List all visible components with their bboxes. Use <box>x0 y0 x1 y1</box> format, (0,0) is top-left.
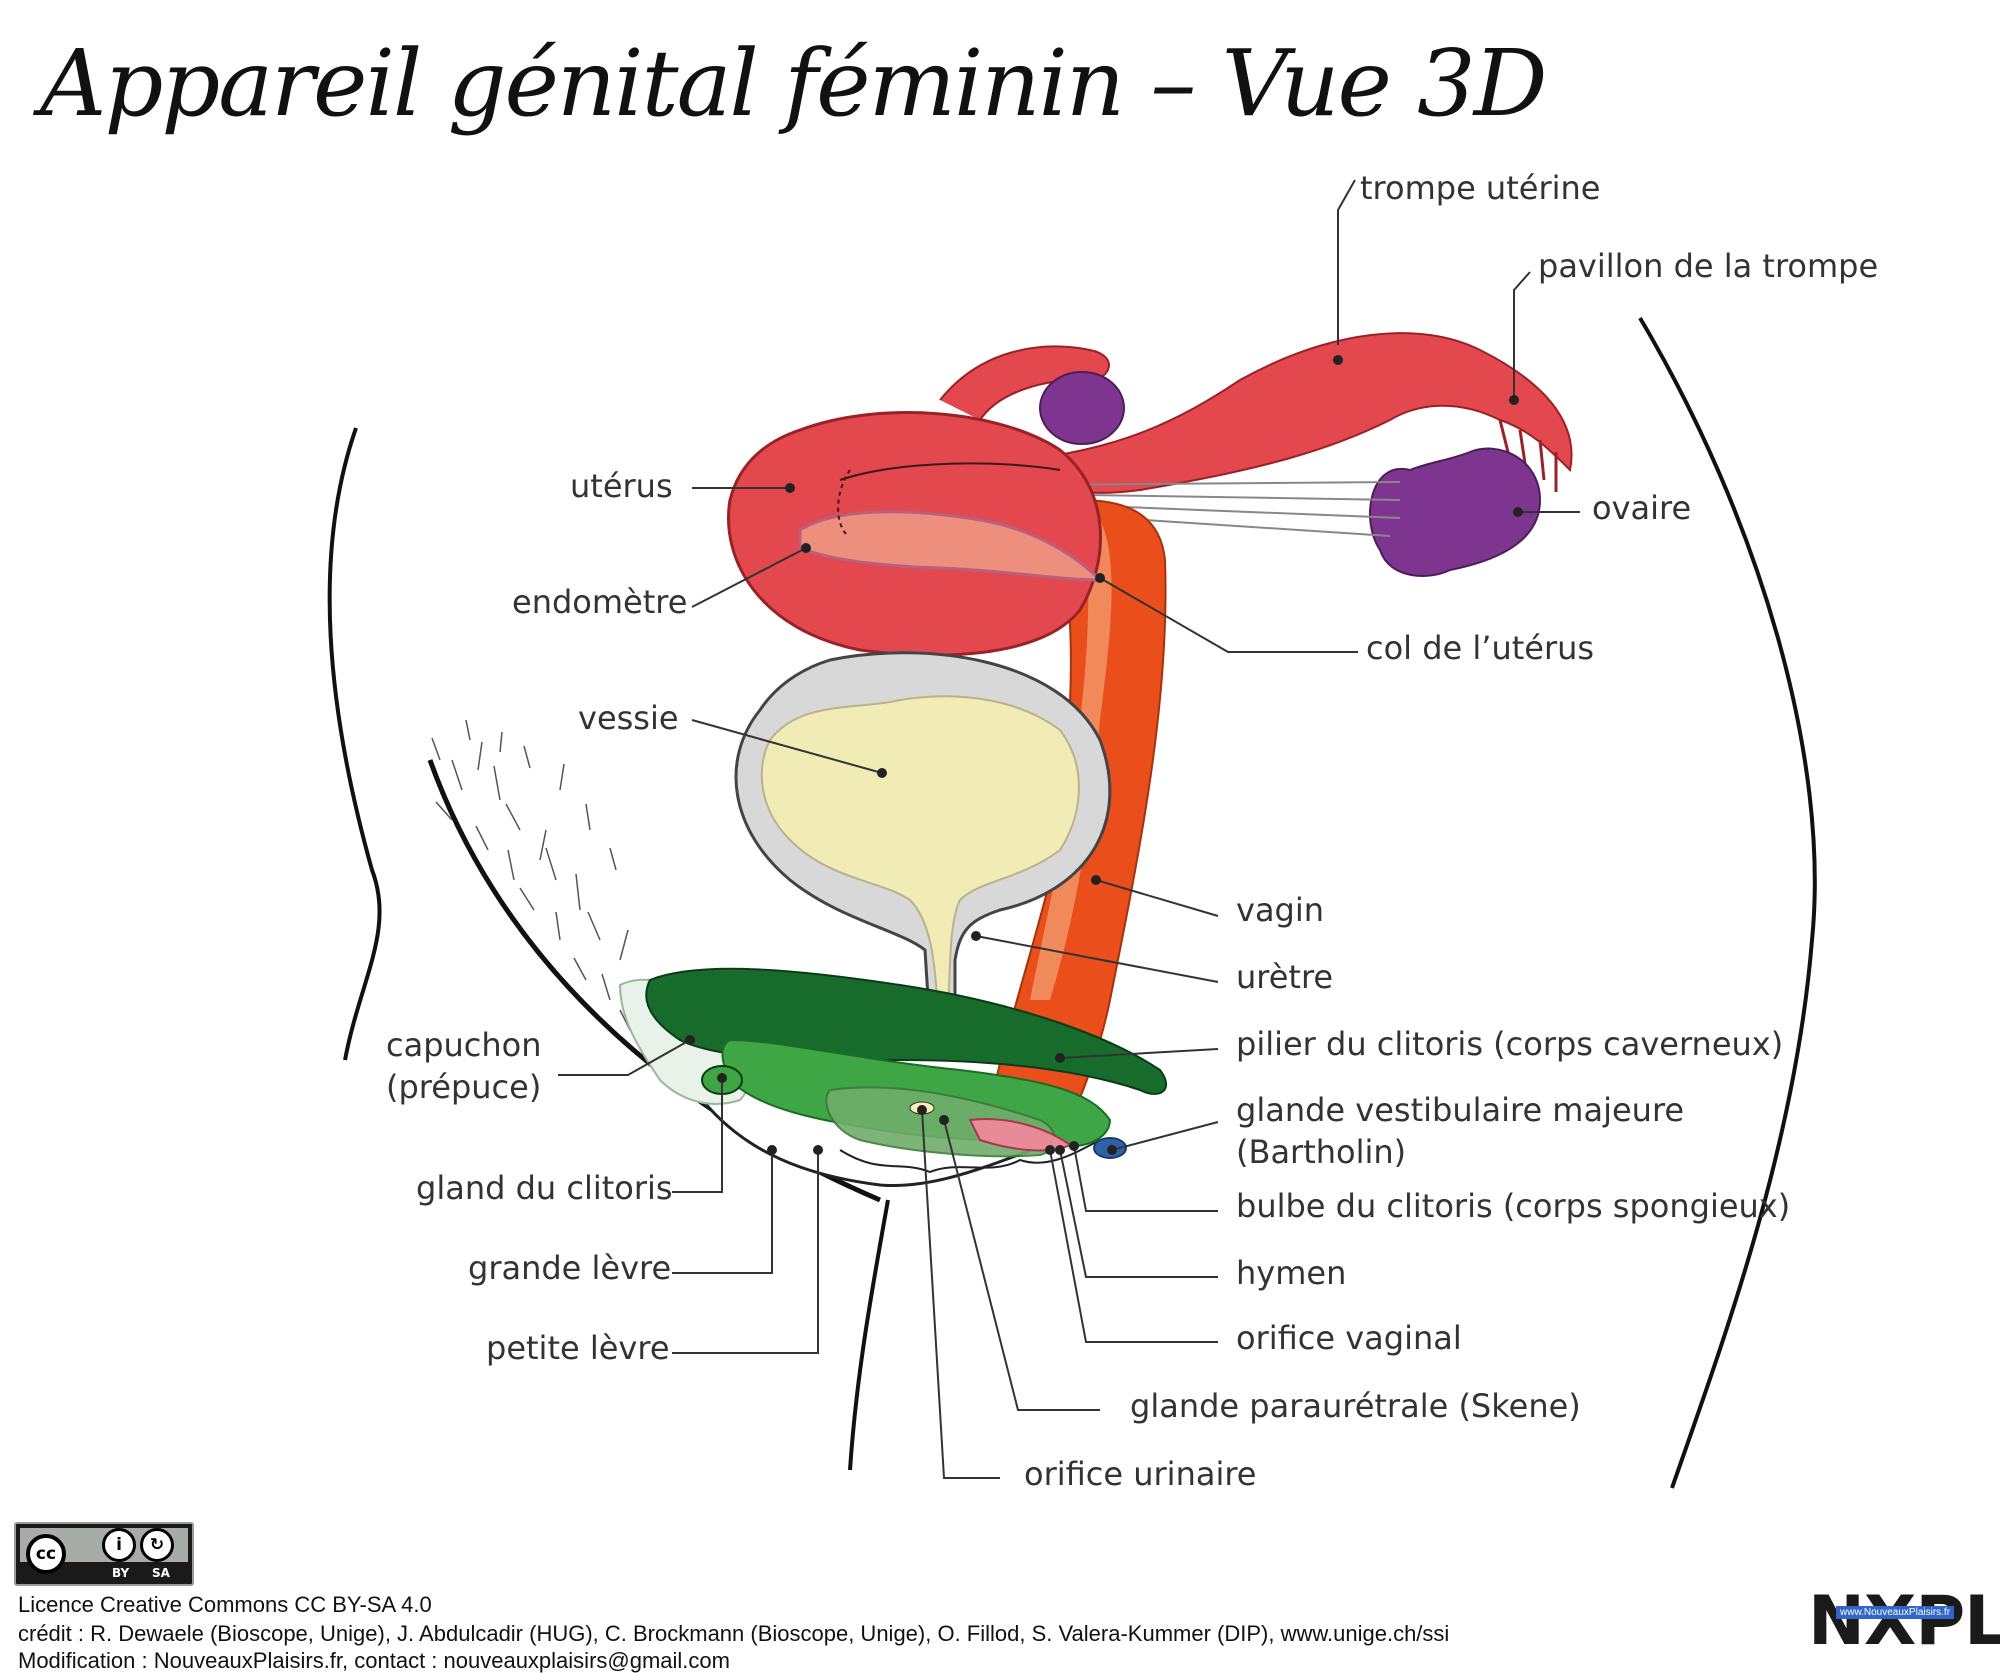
leader-endometre <box>691 547 807 608</box>
leader-dots <box>685 355 1523 1155</box>
label-ovaire: ovaire <box>1592 489 1692 527</box>
label-orifice-vaginal: orifice vaginal <box>1236 1319 1462 1357</box>
ovaire-right <box>1369 447 1542 577</box>
body-outline-leg <box>848 1199 890 1471</box>
leader-skene <box>943 1119 1100 1411</box>
label-uretre: urètre <box>1236 958 1334 996</box>
label-petite-levre: petite lèvre <box>486 1329 670 1367</box>
label-bulbe: bulbe du clitoris (corps spongieux) <box>1236 1187 1791 1225</box>
nxpl-logo: NXPL <box>1808 1582 2000 1661</box>
label-pavillon: pavillon de la trompe <box>1538 247 1879 285</box>
trompe-right <box>1018 332 1573 494</box>
label-glande-skene: glande paraurétrale (Skene) <box>1130 1387 1581 1425</box>
leader-grande-levre <box>672 1150 773 1274</box>
label-endometre: endomètre <box>512 583 688 621</box>
leader-hymen <box>1059 1149 1218 1278</box>
label-grande-levre: grande lèvre <box>468 1249 672 1287</box>
sa-share-alike-icon: ↻ <box>140 1528 174 1562</box>
leader-vessie <box>691 719 883 774</box>
cc-sa-tag: SA <box>152 1566 170 1580</box>
label-vagin: vagin <box>1236 891 1325 929</box>
leader-pilier <box>1059 1048 1219 1059</box>
leader-trompe <box>1337 179 1356 345</box>
leader-gland <box>672 1078 723 1193</box>
label-hymen: hymen <box>1236 1254 1347 1292</box>
license-line: Licence Creative Commons CC BY-SA 4.0 <box>18 1592 432 1617</box>
vagin-inner <box>1030 520 1112 1000</box>
cc-by-tag: BY <box>112 1566 130 1580</box>
body-outline-front <box>327 427 382 1061</box>
label-pilier: pilier du clitoris (corps caverneux) <box>1236 1025 1784 1063</box>
leader-pavillon <box>1513 271 1531 400</box>
label-capuchon-1: capuchon <box>386 1026 542 1064</box>
leader-lines <box>558 179 1580 1479</box>
label-vessie: vessie <box>578 699 679 737</box>
body-outline-back <box>1638 316 1817 1489</box>
leader-capuchon <box>558 1039 691 1076</box>
credit-line: crédit : R. Dewaele (Bioscope, Unige), J… <box>18 1621 1450 1646</box>
label-glande-vestibulaire-2: (Bartholin) <box>1236 1133 1407 1171</box>
leader-uretre <box>975 935 1219 983</box>
label-capuchon-2: (prépuce) <box>386 1068 542 1106</box>
label-uterus: utérus <box>570 467 673 505</box>
pilier-dark <box>645 967 1167 1095</box>
label-col: col de l’utérus <box>1366 629 1595 667</box>
leader-col <box>1099 577 1358 653</box>
leader-bartholin <box>1111 1121 1219 1151</box>
by-attribution-icon: i <box>102 1528 136 1562</box>
leader-petite-levre <box>672 1150 819 1354</box>
cc-icon: cc <box>26 1534 66 1574</box>
trompe-left <box>939 345 1110 421</box>
label-trompe: trompe utérine <box>1360 169 1601 207</box>
leader-vagin <box>1095 879 1219 917</box>
ovaire-left <box>1039 371 1125 445</box>
vessie-fill <box>760 695 1080 1021</box>
leader-bulbe <box>1073 1145 1218 1212</box>
modification-line: Modification : NouveauxPlaisirs.fr, cont… <box>18 1648 730 1673</box>
diagram-title: Appareil génital féminin – Vue 3D <box>40 30 1547 137</box>
label-orifice-urinaire: orifice urinaire <box>1024 1455 1257 1493</box>
label-gland: gland du clitoris <box>416 1169 673 1207</box>
cc-by-sa-badge[interactable]: cc i ↻ BY SA <box>14 1522 194 1586</box>
label-glande-vestibulaire-1: glande vestibulaire majeure <box>1236 1091 1685 1129</box>
uterine-cavity-line <box>839 462 1061 481</box>
leader-orifice-urinaire <box>921 1109 1000 1479</box>
nxpl-logo-url: www.NouveauxPlaisirs.fr <box>1836 1606 1955 1619</box>
leader-orifice-vaginal <box>1049 1149 1218 1343</box>
pavillon-fimbriae <box>1498 419 1558 492</box>
